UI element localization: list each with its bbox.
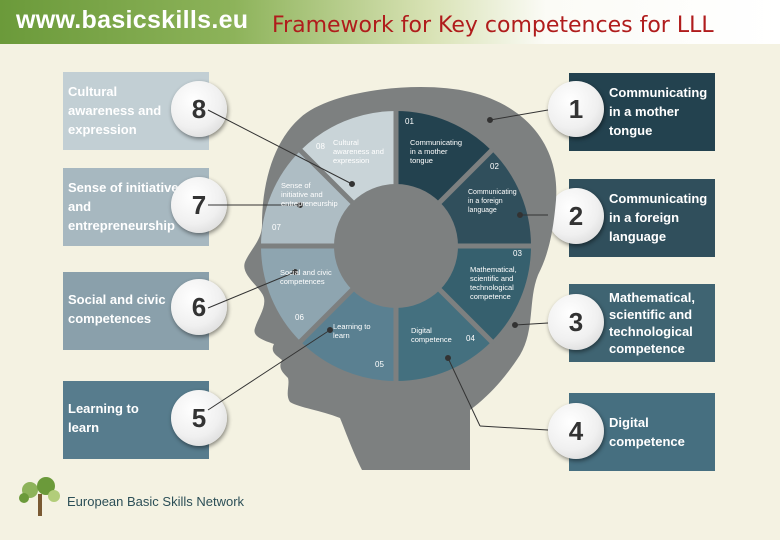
wheel-num-01: 01 xyxy=(405,117,414,126)
wheel-hub xyxy=(334,184,458,308)
badge-3: 3 xyxy=(548,294,604,350)
wheel-num-07: 07 xyxy=(272,223,281,232)
wheel-label-06: Social and civic competences xyxy=(280,268,332,286)
card-5-label: Learning to learn xyxy=(68,401,139,435)
wheel-segment-01 xyxy=(396,110,492,246)
page-title: Framework for Key competences for LLL xyxy=(272,13,714,38)
badge-6: 6 xyxy=(171,279,227,335)
card-7-label: Sense of initiative and entrepreneurship xyxy=(68,180,179,233)
competence-wheel xyxy=(259,109,533,383)
tree-logo xyxy=(19,477,60,516)
site-url: www.basicskills.eu xyxy=(16,6,249,34)
wheel-label-05: Learning to learn xyxy=(333,322,371,340)
header-bar: www.basicskills.eu Framework for Key com… xyxy=(0,0,780,44)
wheel-num-02: 02 xyxy=(490,162,499,171)
wheel-num-08: 08 xyxy=(316,142,325,151)
wheel-label-02: Communicating in a foreign language xyxy=(468,189,517,214)
card-6-label: Social and civic competences xyxy=(68,292,166,326)
wheel-label-03: Mathematical, scientific and technologic… xyxy=(470,265,517,301)
badge-5: 5 xyxy=(171,390,227,446)
badge-4: 4 xyxy=(548,403,604,459)
wheel-label-07: Sense of initiative and entrepreneurship xyxy=(281,181,338,208)
wheel-num-05: 05 xyxy=(375,360,384,369)
wheel-num-03: 03 xyxy=(513,249,522,258)
wheel-label-04: Digital competence xyxy=(411,326,452,344)
card-8-label: Cultural awareness and expression xyxy=(68,84,162,137)
wheel-num-04: 04 xyxy=(466,334,475,343)
wheel-label-08: Cultural awareness and expression xyxy=(333,138,384,165)
wheel-num-06: 06 xyxy=(295,313,304,322)
card-3-label: Mathematical, scientific and technologic… xyxy=(609,290,695,356)
card-4-label: Digital competence xyxy=(609,415,685,449)
badge-7: 7 xyxy=(171,177,227,233)
badge-8: 8 xyxy=(171,81,227,137)
wheel-label-01: Communicating in a mother tongue xyxy=(410,138,463,165)
badge-1: 1 xyxy=(548,81,604,137)
card-2-label: Communicating in a foreign language xyxy=(609,191,708,244)
wheel-segment-08 xyxy=(300,110,396,246)
network-name: European Basic Skills Network xyxy=(67,494,245,509)
badge-2: 2 xyxy=(548,188,604,244)
card-1-label: Communicating in a mother tongue xyxy=(609,85,708,138)
